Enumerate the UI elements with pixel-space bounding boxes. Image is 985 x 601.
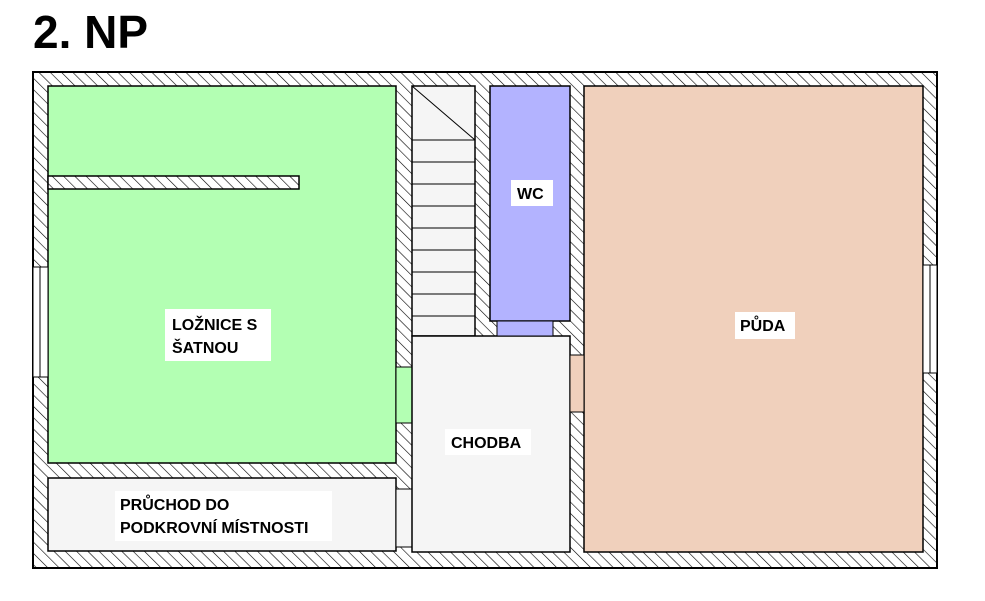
door-wc bbox=[496, 320, 554, 337]
room-loznice bbox=[47, 85, 397, 464]
label-pruchod-line1: PRŮCHOD DO bbox=[120, 494, 229, 514]
label-loznice-line2: ŠATNOU bbox=[172, 338, 238, 357]
label-bg-loznice bbox=[165, 309, 271, 361]
staircase bbox=[411, 85, 476, 337]
label-bg-pruchod bbox=[115, 491, 332, 541]
label-chodba: CHODBA bbox=[451, 435, 522, 452]
bedroom-partition-wall bbox=[47, 175, 300, 190]
staircase-arrow bbox=[411, 85, 476, 141]
label-puda: PŮDA bbox=[740, 315, 786, 335]
door-loznice bbox=[395, 366, 413, 424]
plan-title: 2. NP bbox=[33, 6, 148, 58]
label-bg-wc bbox=[511, 180, 553, 206]
door-puda bbox=[569, 354, 585, 413]
label-wc: WC bbox=[517, 186, 544, 203]
label-bg-puda bbox=[735, 312, 795, 339]
label-pruchod-line2: PODKROVNÍ MÍSTNOSTI bbox=[120, 518, 308, 537]
door-pruchod bbox=[395, 488, 413, 548]
label-loznice-line1: LOŽNICE S bbox=[172, 315, 258, 334]
stair-steps bbox=[412, 139, 475, 317]
label-bg-chodba bbox=[445, 429, 531, 455]
